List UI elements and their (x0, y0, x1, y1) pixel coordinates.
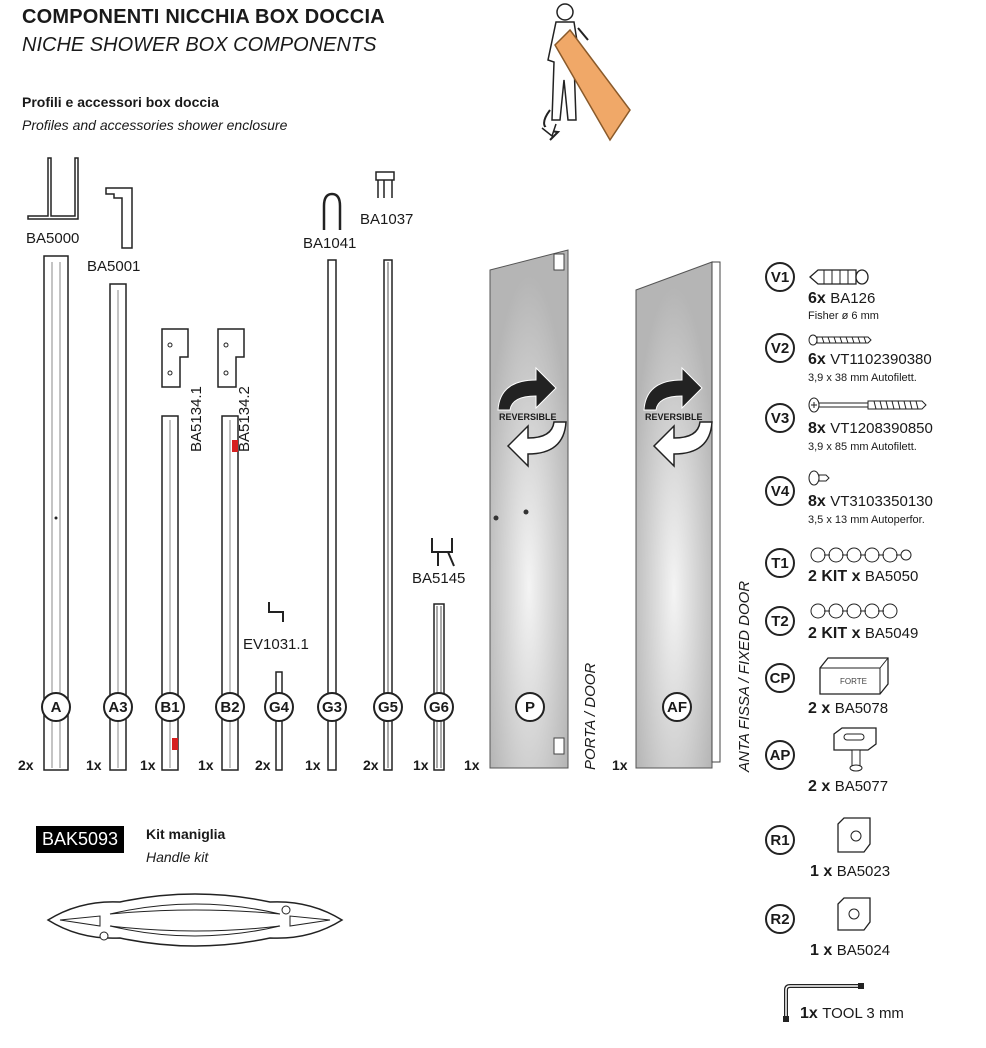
qty-g6: 1x (413, 757, 429, 773)
acc-label-cp: CP (765, 663, 795, 693)
acc-label-r2: R2 (765, 904, 795, 934)
acc-label-v2: V2 (765, 333, 795, 363)
cover-cap-icon: FORTE (819, 657, 889, 695)
long-screw-icon (808, 397, 927, 413)
part-label-b1: B1 (155, 692, 185, 722)
profile-bars (43, 255, 445, 771)
qty-a3: 1x (86, 757, 102, 773)
qty-p: 1x (464, 757, 480, 773)
ba5134-1-profile-section (161, 328, 189, 388)
qty-a: 2x (18, 757, 34, 773)
acc-qty-v3: 8x VT1208390850 (808, 420, 933, 437)
code-ba5001: BA5001 (87, 258, 141, 275)
code-ba1037: BA1037 (360, 211, 414, 228)
profile-g6-bar (433, 603, 445, 771)
page-subtitle: NICHE SHOWER BOX COMPONENTS (22, 34, 377, 56)
acc-label-v4: V4 (765, 476, 795, 506)
qty-b2: 1x (198, 757, 214, 773)
self-drilling-screw-icon (808, 470, 830, 486)
reversible-label-af: REVERSIBLE (645, 412, 703, 422)
part-label-af: AF (662, 692, 692, 722)
wall-plug-icon (809, 269, 869, 285)
qty-g4: 2x (255, 757, 271, 773)
code-ba5145: BA5145 (412, 570, 466, 587)
acc-qty-v4: 8x VT3103350130 (808, 493, 933, 510)
handle-kit-illustration (46, 893, 344, 947)
code-ba5000: BA5000 (26, 230, 80, 247)
acc-label-r1: R1 (765, 825, 795, 855)
tool-qty: 1x TOOL 3 mm (800, 1005, 904, 1022)
ba1041-gasket-section (322, 192, 342, 230)
bracket-r2-icon (837, 897, 871, 931)
ev1031-gasket-section (268, 602, 284, 622)
page-title: COMPONENTI NICCHIA BOX DOCCIA (22, 6, 385, 28)
acc-label-ap: AP (765, 740, 795, 770)
acc-desc-v4: 3,5 x 13 mm Autoperfor. (808, 514, 925, 526)
acc-qty-cp: 2 x BA5078 (808, 700, 889, 717)
acc-qty-v1: 6x BA126 (808, 290, 876, 307)
door-label: PORTA / DOOR (582, 662, 599, 770)
acc-label-t2: T2 (765, 606, 795, 636)
part-label-a: A (41, 692, 71, 722)
cap-kit-icon (810, 547, 912, 563)
part-label-g3: G3 (317, 692, 347, 722)
acc-label-v1: V1 (765, 262, 795, 292)
acc-qty-t2: 2 KIT x BA5049 (808, 625, 919, 642)
ba5000-profile-section (27, 157, 79, 220)
reversible-label-p: REVERSIBLE (499, 412, 557, 422)
acc-qty-v2: 6x VT1102390380 (808, 351, 932, 368)
svg-text:FORTE: FORTE (840, 677, 867, 686)
acc-desc-v3: 3,9 x 85 mm Autofilett. (808, 441, 917, 453)
reversible-arrow-icon (643, 366, 713, 468)
part-label-a3: A3 (103, 692, 133, 722)
ba5134-2-profile-section (217, 328, 245, 388)
profile-a-bar (43, 255, 69, 771)
profile-g3-bar (327, 259, 337, 771)
acc-label-t1: T1 (765, 548, 795, 578)
ba5001-profile-section (105, 187, 133, 249)
acc-label-v3: V3 (765, 403, 795, 433)
kit-title: Kit maniglia (146, 826, 226, 842)
qty-g5: 2x (363, 757, 379, 773)
acc-desc-v2: 3,9 x 38 mm Autofilett. (808, 372, 917, 384)
anchor-plate-icon (833, 727, 877, 772)
ba1037-gasket-section (375, 171, 395, 198)
cap-kit-icon (810, 603, 898, 619)
screw-icon (808, 334, 872, 346)
acc-qty-r1: 1 x BA5023 (810, 863, 891, 880)
ba5145-gasket-section (431, 538, 455, 567)
reversible-arrow-icon (497, 366, 567, 468)
person-carrying-panel-illustration (541, 3, 631, 142)
acc-qty-r2: 1 x BA5024 (810, 942, 891, 959)
kit-subtitle: Handle kit (146, 849, 209, 865)
acc-qty-ap: 2 x BA5077 (808, 778, 889, 795)
section-subtitle: Profiles and accessories shower enclosur… (22, 117, 288, 133)
qty-g3: 1x (305, 757, 321, 773)
hex-key-icon (783, 983, 864, 1022)
kit-code-badge: BAK5093 (36, 826, 125, 853)
fixed-door-label: ANTA FISSA / FIXED DOOR (736, 580, 753, 772)
section-title: Profili e accessori box doccia (22, 94, 219, 110)
code-ev1031: EV1031.1 (243, 636, 309, 653)
part-label-b2: B2 (215, 692, 245, 722)
door-panel-p (489, 249, 569, 769)
part-label-g4: G4 (264, 692, 294, 722)
part-label-p: P (515, 692, 545, 722)
qty-af: 1x (612, 757, 628, 773)
code-ba1041: BA1041 (303, 235, 357, 252)
qty-b1: 1x (140, 757, 156, 773)
acc-desc-v1: Fisher ø 6 mm (808, 310, 879, 322)
part-label-g6: G6 (424, 692, 454, 722)
part-label-g5: G5 (373, 692, 403, 722)
acc-qty-t1: 2 KIT x BA5050 (808, 568, 919, 585)
bracket-r1-icon (837, 817, 871, 853)
